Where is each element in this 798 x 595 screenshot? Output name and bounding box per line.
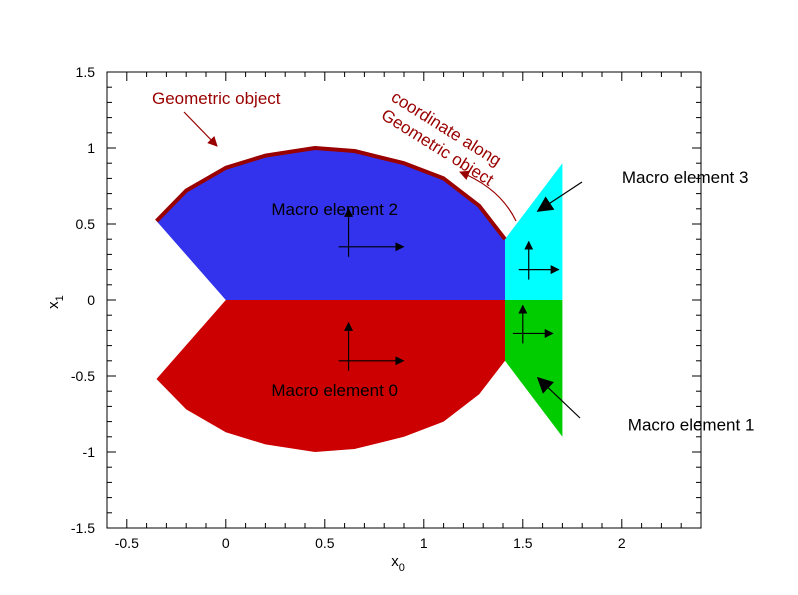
macro-element-3-label: Macro element 3 [622, 168, 749, 187]
macro-element-3-local-axes [518, 240, 560, 280]
macro-element-3-pointer [536, 181, 583, 212]
macro-element-regions [156, 148, 563, 452]
macro-element-1-local-axes [512, 304, 554, 344]
y-tick-label: 0.5 [76, 216, 96, 232]
geometric-object-pointer [183, 111, 218, 147]
macro-element-0-region [156, 300, 505, 452]
geometric-object-curve [155, 146, 507, 241]
macro-element-0-local-axes [338, 321, 405, 371]
y-axis-ticks: -1.5 -1 -0.5 0 0.5 1 1.5 [71, 64, 701, 536]
x-tick-label: -0.5 [115, 535, 139, 551]
macro-element-1-label: Macro element 1 [628, 416, 755, 435]
macro-element-3-region [505, 163, 563, 300]
x-tick-label: 1.5 [513, 535, 533, 551]
x-tick-label: 0.5 [315, 535, 335, 551]
x-tick-label: 2 [618, 535, 626, 551]
y-tick-label: 1.5 [76, 64, 96, 80]
y-tick-label: 1 [87, 140, 95, 156]
geometric-object-label: Geometric object [152, 89, 281, 108]
macro-element-2-region [156, 148, 505, 300]
x-tick-label: 1 [420, 535, 428, 551]
macro-element-0-label: Macro element 0 [271, 381, 398, 400]
coordinate-direction-arrow [459, 170, 517, 222]
y-tick-label: -1 [83, 444, 96, 460]
macro-element-2-label: Macro element 2 [271, 200, 398, 219]
y-axis-title: x1 [45, 295, 66, 309]
geometric-object-curve-layer [155, 146, 507, 241]
x-axis-title: x0 [391, 553, 405, 574]
x-axis-ticks: -0.5 0 0.5 1 1.5 2 [115, 72, 682, 551]
y-tick-label: -1.5 [71, 520, 95, 536]
macro-element-2-local-axes [338, 207, 405, 257]
macro-element-1-region [505, 300, 563, 437]
y-tick-label: -0.5 [71, 368, 95, 384]
local-coordinate-arrows [338, 207, 560, 371]
y-tick-label: 0 [87, 292, 95, 308]
macro-element-1-pointer [536, 376, 581, 419]
x-tick-label: 0 [222, 535, 230, 551]
